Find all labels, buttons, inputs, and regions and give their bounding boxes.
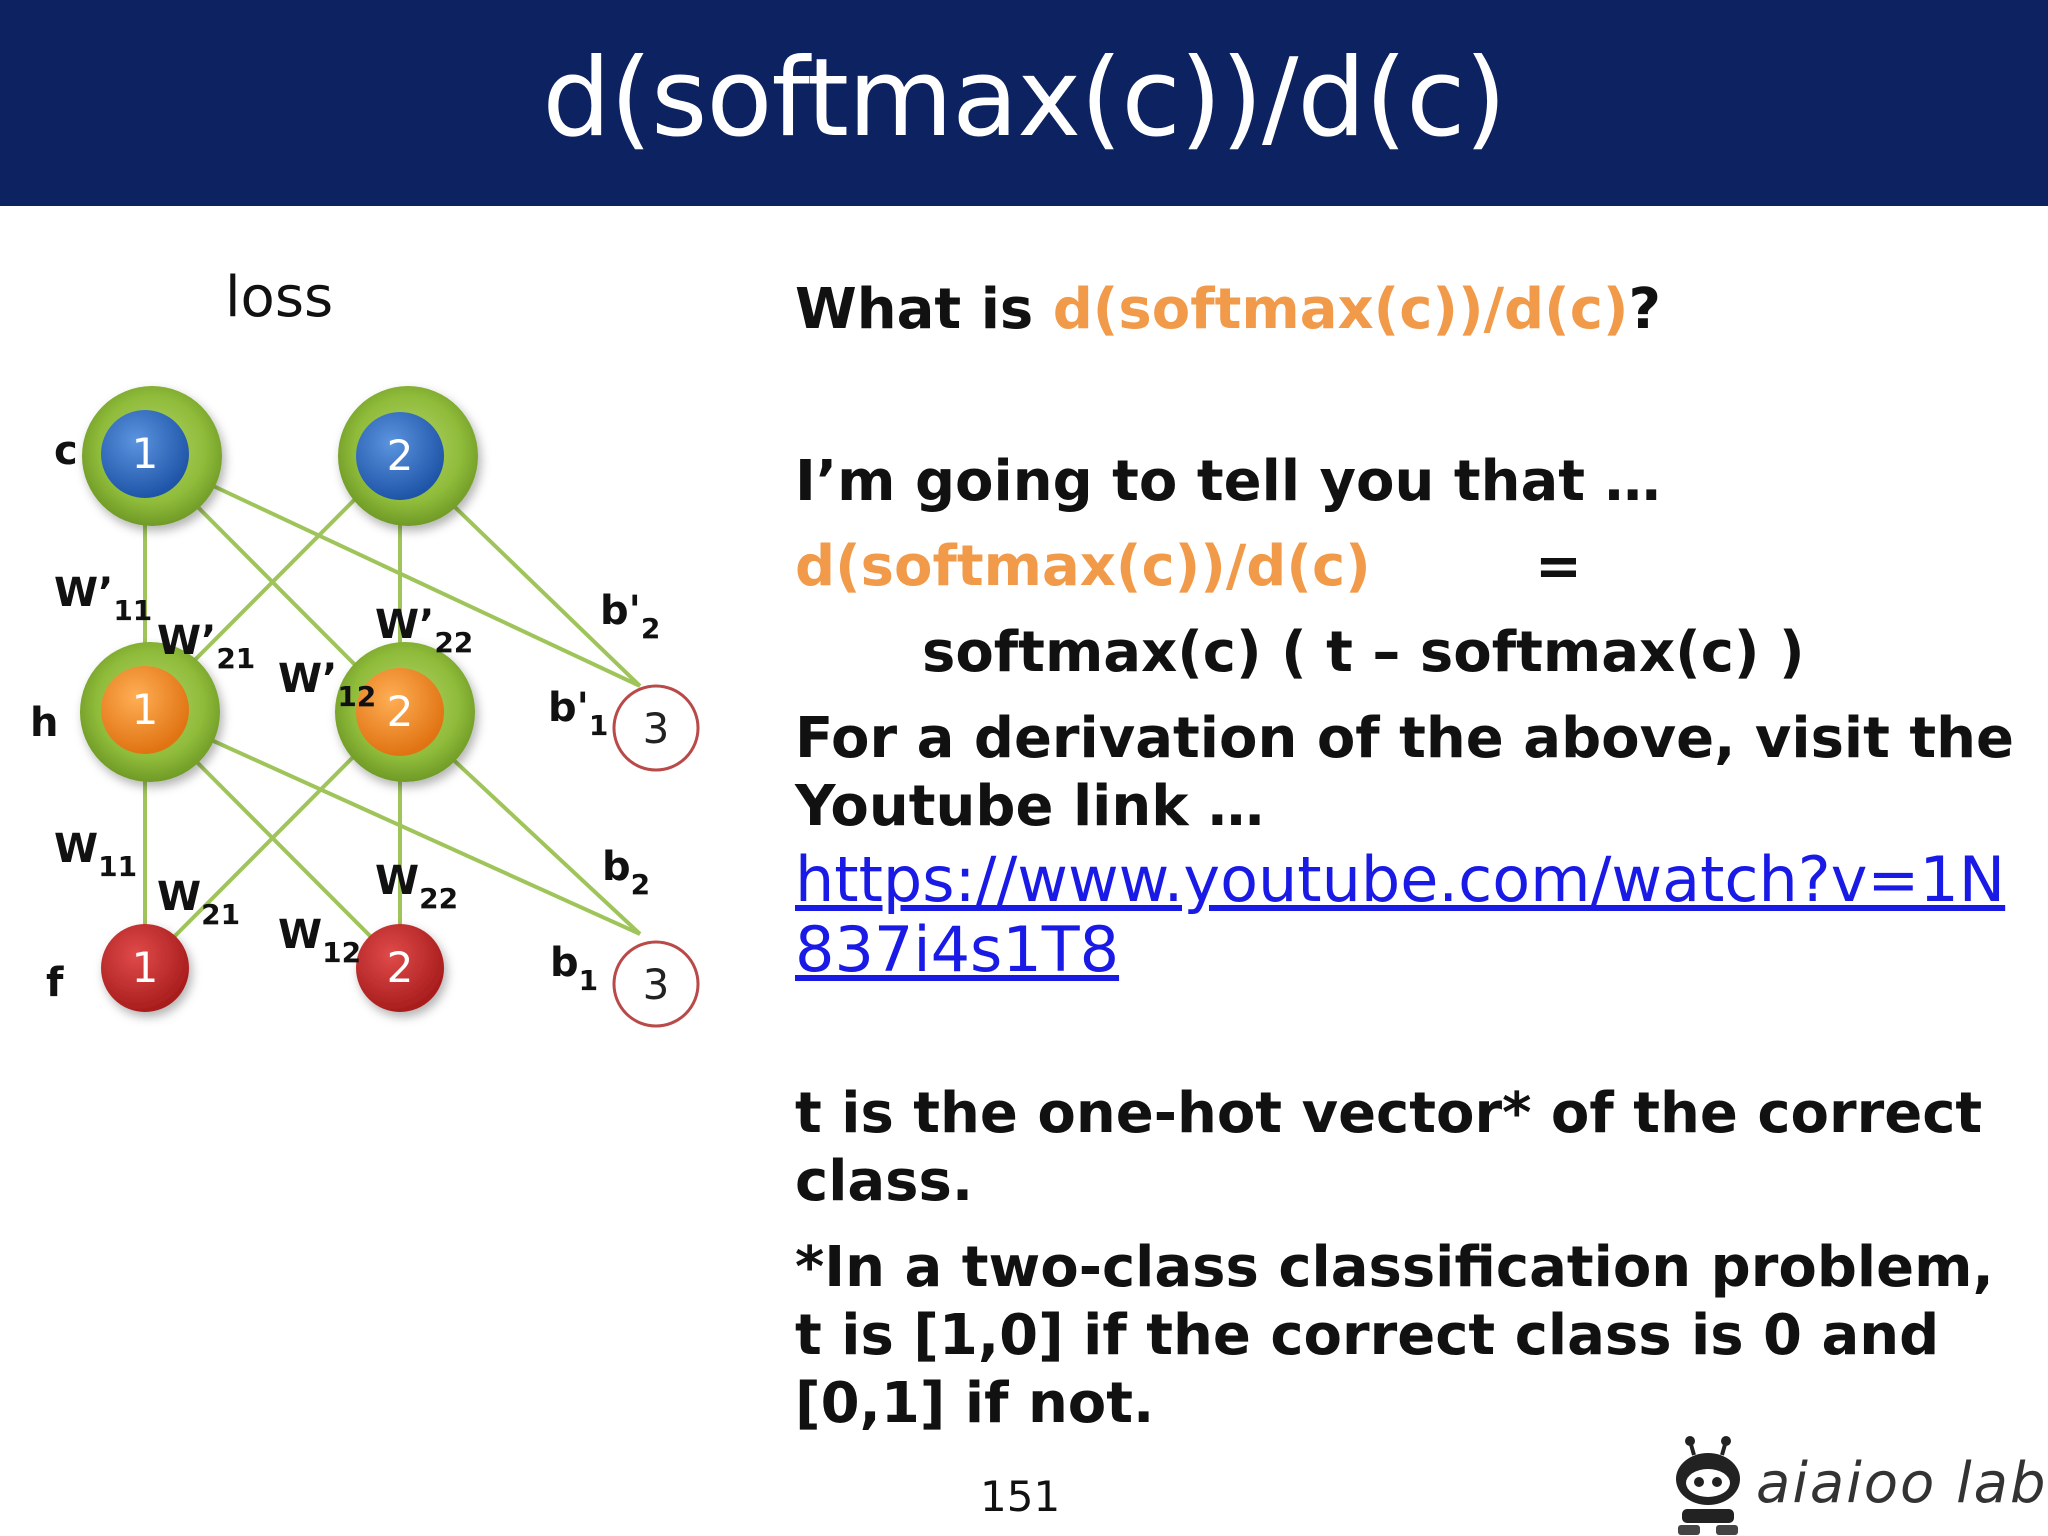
- weight-label-w11: W11: [54, 826, 137, 883]
- robot-icon: [1676, 1436, 1740, 1535]
- weight-label-wp12: W’12: [278, 656, 376, 713]
- bias-node-f3: 3: [612, 940, 700, 1028]
- bias-node-h3: 3: [612, 684, 700, 772]
- edge-f3-h1: [144, 708, 641, 936]
- input-node-1: 1: [101, 924, 189, 1012]
- input-node-2: 2: [356, 924, 444, 1012]
- node-c2-label: 2: [387, 431, 414, 480]
- weight-label-wp22: W’22: [375, 602, 473, 659]
- question-prefix: What is: [795, 277, 1053, 342]
- formula-lhs: d(softmax(c))/d(c): [795, 534, 1371, 599]
- formula-line: d(softmax(c))/d(c) =: [795, 533, 2015, 601]
- hidden-node-2: 2: [335, 642, 475, 782]
- logo-text: aiaioo labs: [1756, 1451, 2048, 1516]
- question-line: What is d(softmax(c))/d(c)?: [795, 276, 2015, 344]
- node-c1-label: 1: [132, 429, 159, 478]
- aiaioo-logo: aiaioo labs: [1668, 1435, 2048, 1536]
- hidden-node-1: 1: [80, 642, 220, 782]
- formula-equals: =: [1535, 534, 1582, 599]
- bias-label-b1: b1: [550, 940, 598, 997]
- edge-h3-c1: [144, 452, 641, 688]
- node-f3-label: 3: [643, 960, 670, 1009]
- bias-label-bp1: b'1: [548, 685, 608, 742]
- youtube-link[interactable]: https://www.youtube.com/watch?v=1N837i4s…: [795, 843, 2006, 986]
- output-node-1: 1: [82, 386, 222, 526]
- slide-title: d(softmax(c))/d(c): [542, 35, 1506, 161]
- node-h1-label: 1: [132, 685, 159, 734]
- node-h2-label: 2: [387, 687, 414, 736]
- footnote: *In a two-class classification problem, …: [795, 1235, 1994, 1436]
- bias-label-b2: b2: [602, 844, 650, 901]
- weight-label-w12: W12: [278, 912, 361, 969]
- page-number: 151: [980, 1472, 1061, 1521]
- question-suffix: ?: [1628, 277, 1661, 342]
- loss-label: loss: [225, 265, 333, 330]
- node-f1-label: 1: [132, 943, 159, 992]
- derivation-text: For a derivation of the above, visit the…: [795, 706, 2014, 839]
- weight-label-w21: W21: [157, 874, 240, 931]
- t-definition: t is the one-hot vector* of the correct …: [795, 1081, 1983, 1214]
- formula-rhs: softmax(c) ( t – softmax(c) ): [922, 620, 1805, 685]
- weight-label-w22: W22: [375, 858, 458, 915]
- bias-label-bp2: b'2: [600, 588, 660, 645]
- layer-label-h: h: [30, 700, 58, 746]
- node-f2-label: 2: [387, 943, 414, 992]
- title-bar: d(softmax(c))/d(c): [0, 0, 2048, 206]
- neural-network-diagram: 1 2 1 2 3 1 2 3 loss c h f W’11 W’21: [30, 265, 700, 1028]
- layer-label-c: c: [54, 428, 78, 474]
- question-highlight: d(softmax(c))/d(c): [1052, 277, 1629, 342]
- layer-label-f: f: [46, 960, 64, 1006]
- statement-intro: I’m going to tell you that …: [795, 449, 1661, 514]
- node-h3-label: 3: [643, 704, 670, 753]
- weight-label-wp21: W’21: [157, 618, 255, 675]
- weight-label-wp11: W’11: [54, 570, 152, 627]
- output-node-2: 2: [338, 386, 478, 526]
